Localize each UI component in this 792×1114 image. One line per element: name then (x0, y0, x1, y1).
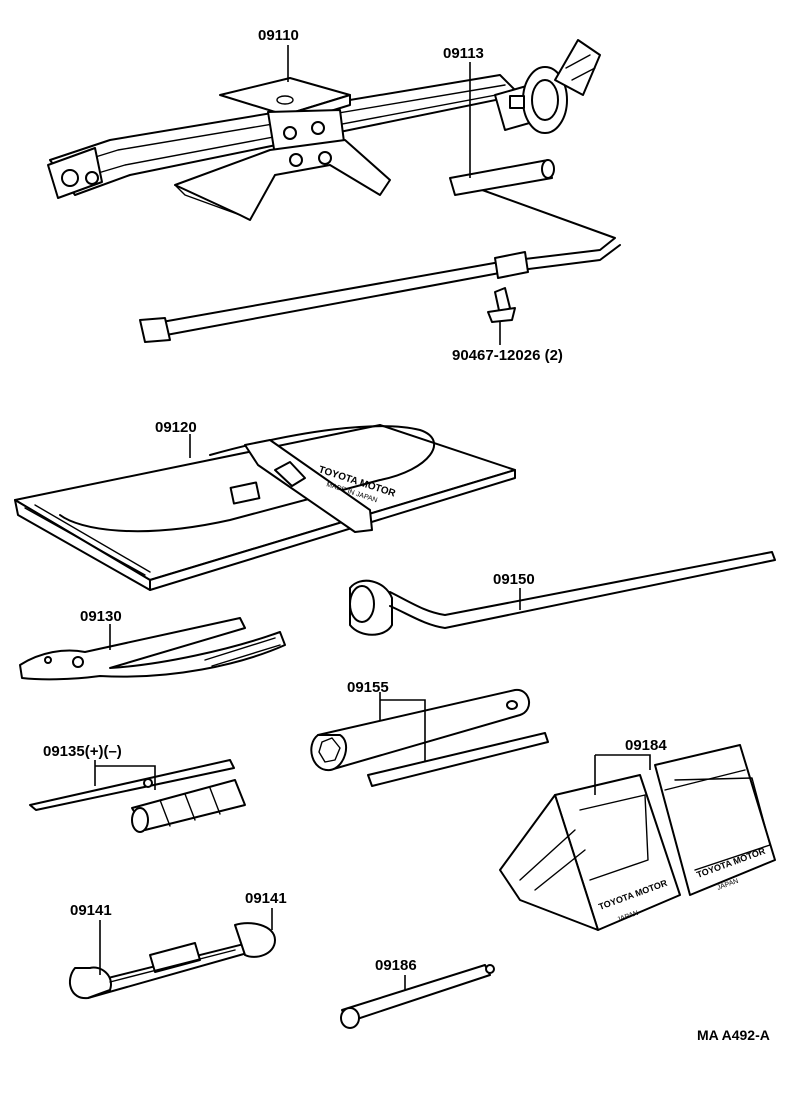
clip (487, 287, 516, 323)
screwdriver (29, 759, 246, 833)
reference-code: MA A492-A (697, 1027, 770, 1043)
label-clip: 90467-12026 (2) (452, 347, 563, 364)
leader-lines (94, 45, 651, 990)
wheel-chocks: TOYOTA MOTOR JAPAN TOYOTA MOTOR JAPAN (499, 744, 776, 931)
label-wrench-left: 09141 (70, 902, 112, 919)
jack-handle (139, 159, 621, 343)
label-jack: 09110 (258, 27, 299, 44)
open-end-wrenches (68, 922, 276, 1000)
scissor-jack (47, 39, 601, 221)
part-labels: 09110 09113 90467-12026 (2) 09120 09130 … (43, 27, 770, 1043)
label-screwdriver: 09135(+)(–) (43, 743, 122, 760)
plug-wrench (310, 688, 549, 787)
lug-wrench (349, 551, 776, 636)
label-pliers: 09130 (80, 608, 122, 625)
label-lug-wrench: 09150 (493, 571, 535, 588)
label-wheel-chocks: 09184 (625, 737, 667, 754)
label-plug-wrench: 09155 (347, 679, 389, 696)
label-handle-bar: 09186 (375, 957, 417, 974)
label-wrench-right: 09141 (245, 890, 287, 907)
tool-bag: TOYOTA MOTOR MADE IN JAPAN (14, 424, 516, 591)
label-jack-handle: 09113 (443, 45, 484, 62)
label-tool-bag: 09120 (155, 419, 197, 436)
pliers (19, 617, 286, 681)
handle-bar (340, 964, 495, 1029)
